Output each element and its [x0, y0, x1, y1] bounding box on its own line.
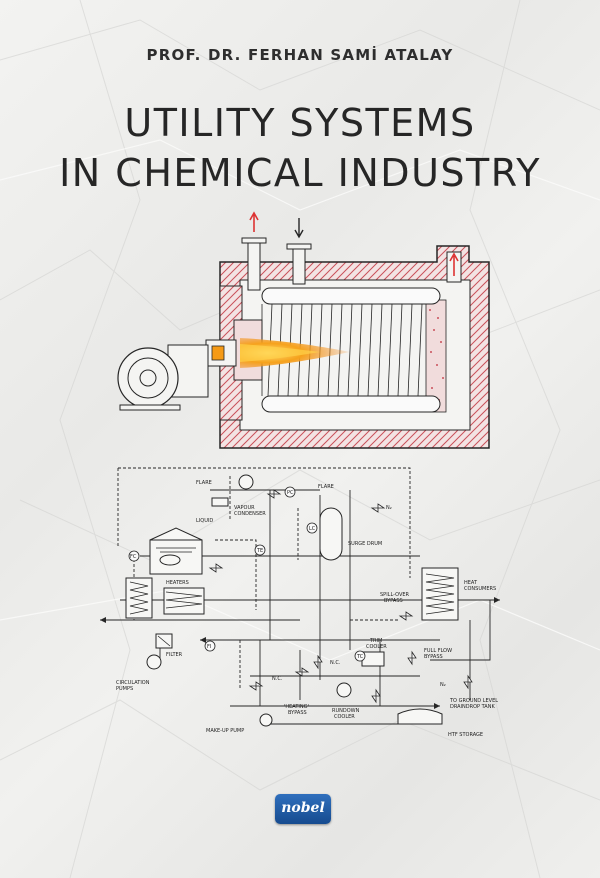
label-trim: TRIM [369, 638, 382, 644]
label-n2-bottom: N₂ [440, 682, 446, 688]
label-htf-storage: HTF STORAGE [448, 732, 483, 738]
title-line-1: UTILITY SYSTEMS [124, 101, 476, 145]
label-spill-over: SPILL-OVER [380, 592, 410, 598]
label-n2-top: N₂ [386, 505, 392, 511]
label-heat: HEAT [464, 580, 478, 586]
label-circulation: CIRCULATION [116, 680, 150, 686]
label-liquid: LIQUID [196, 518, 213, 524]
label-vapour: VAPOUR [234, 505, 255, 511]
label-heaters: HEATERS [166, 580, 189, 586]
label-make-up-pump: MAKE-UP PUMP [206, 728, 244, 734]
label-drain-tank: DRAINDROP TANK [450, 704, 495, 710]
label-pc: PC [287, 490, 294, 496]
label-fi: FI [207, 644, 211, 650]
label-flare-1: FLARE [196, 480, 212, 486]
label-heating-bypass: BYPASS [288, 710, 307, 716]
label-spill-bypass: BYPASS [384, 598, 403, 604]
label-te: TE [256, 548, 263, 554]
label-consumers: CONSUMERS [464, 586, 496, 592]
author-name: PROF. DR. FERHAN SAMİ ATALAY [146, 46, 454, 64]
label-rundown-cooler: COOLER [334, 714, 355, 720]
label-tc: TC [356, 654, 364, 660]
label-fc: FC [130, 554, 137, 560]
label-full-flow-bypass: BYPASS [424, 654, 443, 660]
label-nc-1: N.C. [272, 676, 283, 682]
book-title: UTILITY SYSTEMS IN CHEMICAL INDUSTRY [0, 98, 600, 198]
label-flare-2: FLARE [318, 484, 334, 490]
label-lc: LC [309, 526, 316, 532]
label-filter: FILTER [166, 652, 183, 658]
publisher-logo: nobel [275, 794, 331, 824]
label-condenser: CONDENSER [234, 511, 266, 517]
label-rundown: RUNDOWN [332, 708, 360, 714]
label-to-ground: TO GROUND LEVEL [449, 698, 498, 704]
label-surge-drum: SURGE DRUM [348, 541, 382, 547]
label-nc-2: N.C. [330, 660, 341, 666]
title-line-2: IN CHEMICAL INDUSTRY [59, 151, 541, 195]
label-heating: 'HEATING' [284, 704, 309, 710]
label-pumps: PUMPS [116, 686, 133, 692]
label-full-flow: FULL FLOW [424, 648, 452, 654]
label-cooler: COOLER [366, 644, 387, 650]
